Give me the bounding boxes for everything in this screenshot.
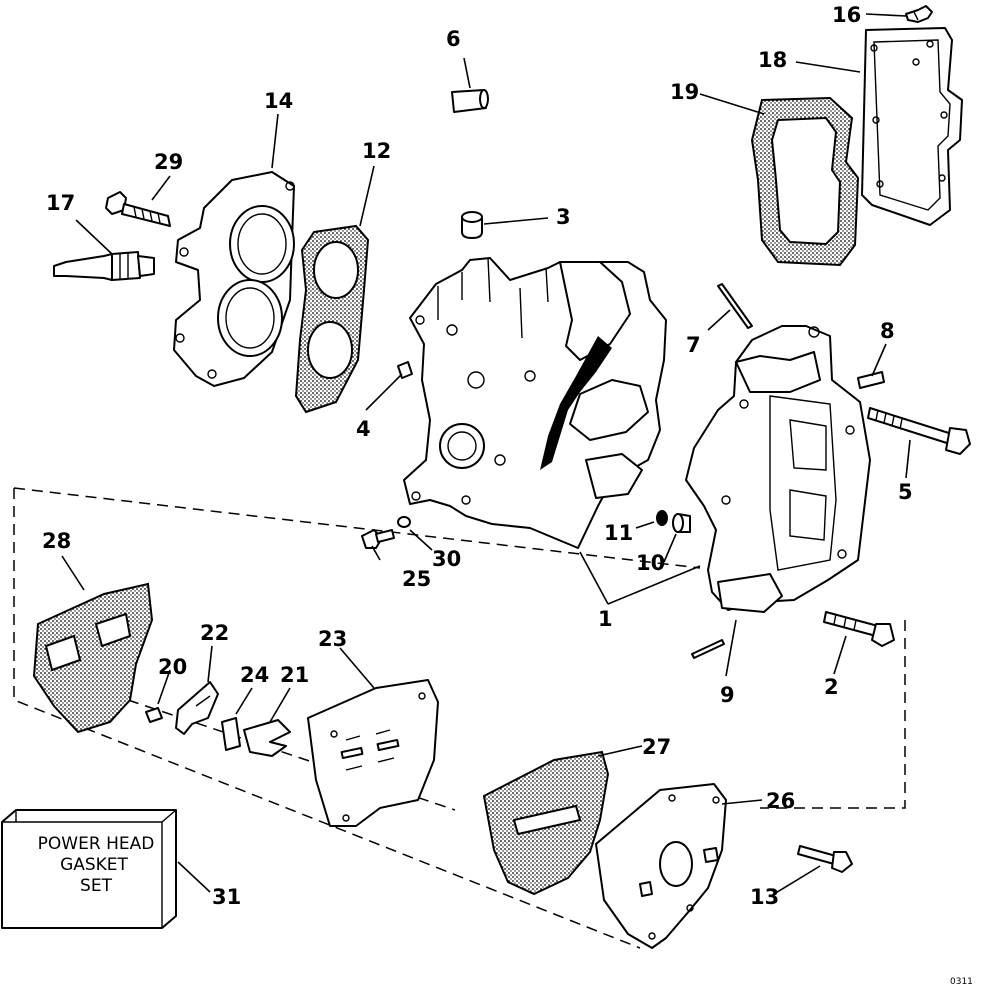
callout-7: 7 (686, 333, 701, 357)
callout-16: 16 (832, 3, 861, 27)
callout-3: 3 (556, 205, 571, 229)
cylinder-head-14 (173, 171, 295, 387)
callout-31: 31 (212, 885, 241, 909)
callout-14: 14 (264, 89, 293, 113)
plug-3 (461, 211, 483, 239)
callout-30: 30 (432, 547, 461, 571)
pin-9 (691, 639, 725, 659)
callout-26: 26 (766, 789, 795, 813)
bushing-10 (672, 513, 691, 533)
gasket-19 (750, 96, 860, 267)
gasket-28 (32, 582, 154, 734)
gasket-set-line-2: GASKET (60, 855, 128, 875)
callout-20: 20 (158, 655, 187, 679)
gasket-set-line-1: POWER HEAD (38, 834, 155, 854)
pin-7 (717, 283, 753, 329)
callout-29: 29 (154, 150, 183, 174)
callout-12: 12 (362, 139, 391, 163)
callout-19: 19 (670, 80, 699, 104)
cover-plate-18 (861, 27, 963, 226)
callout-17: 17 (46, 191, 75, 215)
callout-8: 8 (880, 319, 895, 343)
gasket-set-line-3: SET (80, 876, 113, 896)
callout-1: 1 (598, 607, 613, 631)
bolt-2 (823, 611, 895, 647)
callout-24: 24 (240, 663, 269, 687)
head-gasket-12 (294, 224, 370, 414)
callout-4: 4 (356, 417, 371, 441)
crankcase-block-1 (403, 257, 667, 549)
callout-11: 11 (604, 521, 633, 545)
screw-20 (145, 707, 163, 723)
spark-plug-17 (53, 251, 155, 281)
callout-22: 22 (200, 621, 229, 645)
corner-stamp: 0311 (950, 977, 973, 985)
callout-numbers: 16 18 19 6 14 29 17 12 3 7 8 4 5 11 10 2… (42, 3, 913, 909)
gasket-set-box-31: POWER HEAD GASKET SET (1, 809, 177, 929)
crankcase-cover-1 (685, 325, 871, 613)
callout-6: 6 (446, 27, 461, 51)
clip-21 (243, 719, 291, 757)
callout-10: 10 (636, 551, 665, 575)
screw-16 (905, 5, 933, 23)
callout-28: 28 (42, 529, 71, 553)
callout-2: 2 (824, 675, 839, 699)
dowel-6 (451, 89, 489, 113)
bracket-22 (175, 681, 219, 735)
plate-24 (221, 717, 241, 751)
washer-30 (397, 516, 411, 528)
callout-9: 9 (720, 683, 735, 707)
dowel-8 (857, 371, 885, 389)
callout-5: 5 (898, 480, 913, 504)
callout-23: 23 (318, 627, 347, 651)
callout-25: 25 (402, 567, 431, 591)
o-ring-11 (656, 510, 668, 526)
bolt-5 (867, 407, 971, 455)
screw-13 (797, 845, 853, 873)
cover-plate-26 (595, 783, 727, 949)
leader-lines (61, 13, 911, 895)
callout-18: 18 (758, 48, 787, 72)
screw-25 (361, 529, 395, 549)
gasket-27 (482, 750, 610, 896)
bolt-29 (105, 191, 171, 227)
callout-27: 27 (642, 735, 671, 759)
callout-13: 13 (750, 885, 779, 909)
callout-21: 21 (280, 663, 309, 687)
reed-plate-23 (307, 679, 439, 827)
